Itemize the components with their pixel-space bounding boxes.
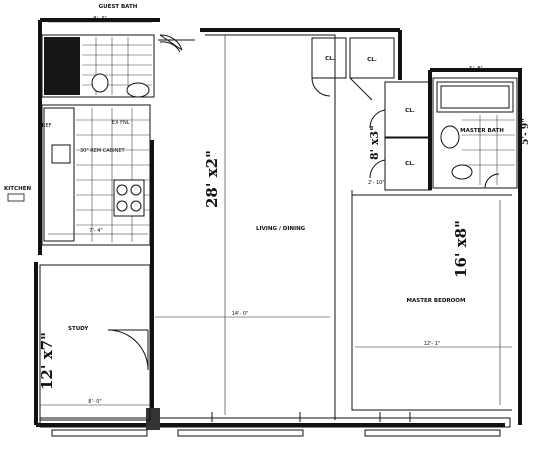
window-strip	[39, 408, 511, 437]
study-label: STUDY	[68, 326, 89, 332]
master-bath-width-dim: 5'- 8"	[469, 66, 482, 72]
toilet-icon	[91, 73, 109, 93]
bedroom-width-dim: 12'- 1"	[424, 341, 441, 347]
closet-width-dim: 2'- 10"	[368, 180, 385, 186]
stove-icon	[113, 179, 145, 217]
study-depth-dim: 12' x7"	[38, 332, 56, 390]
bedroom-depth-dim: 16' x8"	[452, 220, 470, 278]
closet-1-label: CL.	[325, 56, 335, 62]
bathtub-icon	[44, 37, 80, 95]
study-width-dim: 8'- 0"	[88, 399, 101, 405]
living-depth-dim: 28' x2"	[203, 150, 221, 208]
living-width-dim: 14'- 0"	[232, 311, 249, 317]
kitchen-label: KITCHEN	[4, 186, 31, 192]
sink-icon	[126, 82, 150, 98]
closets	[311, 37, 432, 191]
kitchen	[41, 104, 151, 246]
master-bath-label: MASTER BATH	[460, 128, 504, 134]
closet-3-label: CL.	[405, 108, 415, 114]
living-dining-label: LIVING / DINING	[256, 226, 306, 232]
living-dining	[155, 34, 336, 420]
master-toilet-icon	[451, 164, 473, 180]
closet-4-label: CL.	[405, 161, 415, 167]
master-bedroom-label: MASTER BEDROOM	[407, 298, 466, 304]
master-bath-depth-dim: 5'- 9"	[521, 118, 531, 145]
master-bathtub-icon	[436, 81, 514, 113]
master-sink-icon	[440, 125, 460, 149]
kitchen-sink-icon	[51, 144, 71, 164]
guest-bath-width-dim: 8'- 3"	[93, 16, 106, 22]
study	[39, 264, 151, 421]
exhaust-label: EX FNL	[112, 120, 130, 126]
master-bath	[432, 77, 518, 189]
closet-2-label: CL.	[367, 57, 377, 63]
exterior-walls	[34, 18, 522, 427]
fridge-label: REF	[42, 123, 52, 129]
cabinet-label: 30" REM CABINET	[80, 148, 126, 154]
master-bedroom	[351, 190, 512, 411]
closet-depth-dim: 8' x3"	[368, 125, 381, 160]
guest-bath-label: GUEST BATH	[99, 4, 138, 10]
guest-bath	[41, 34, 183, 98]
kitchen-width-dim: 7'- 4"	[89, 228, 102, 234]
